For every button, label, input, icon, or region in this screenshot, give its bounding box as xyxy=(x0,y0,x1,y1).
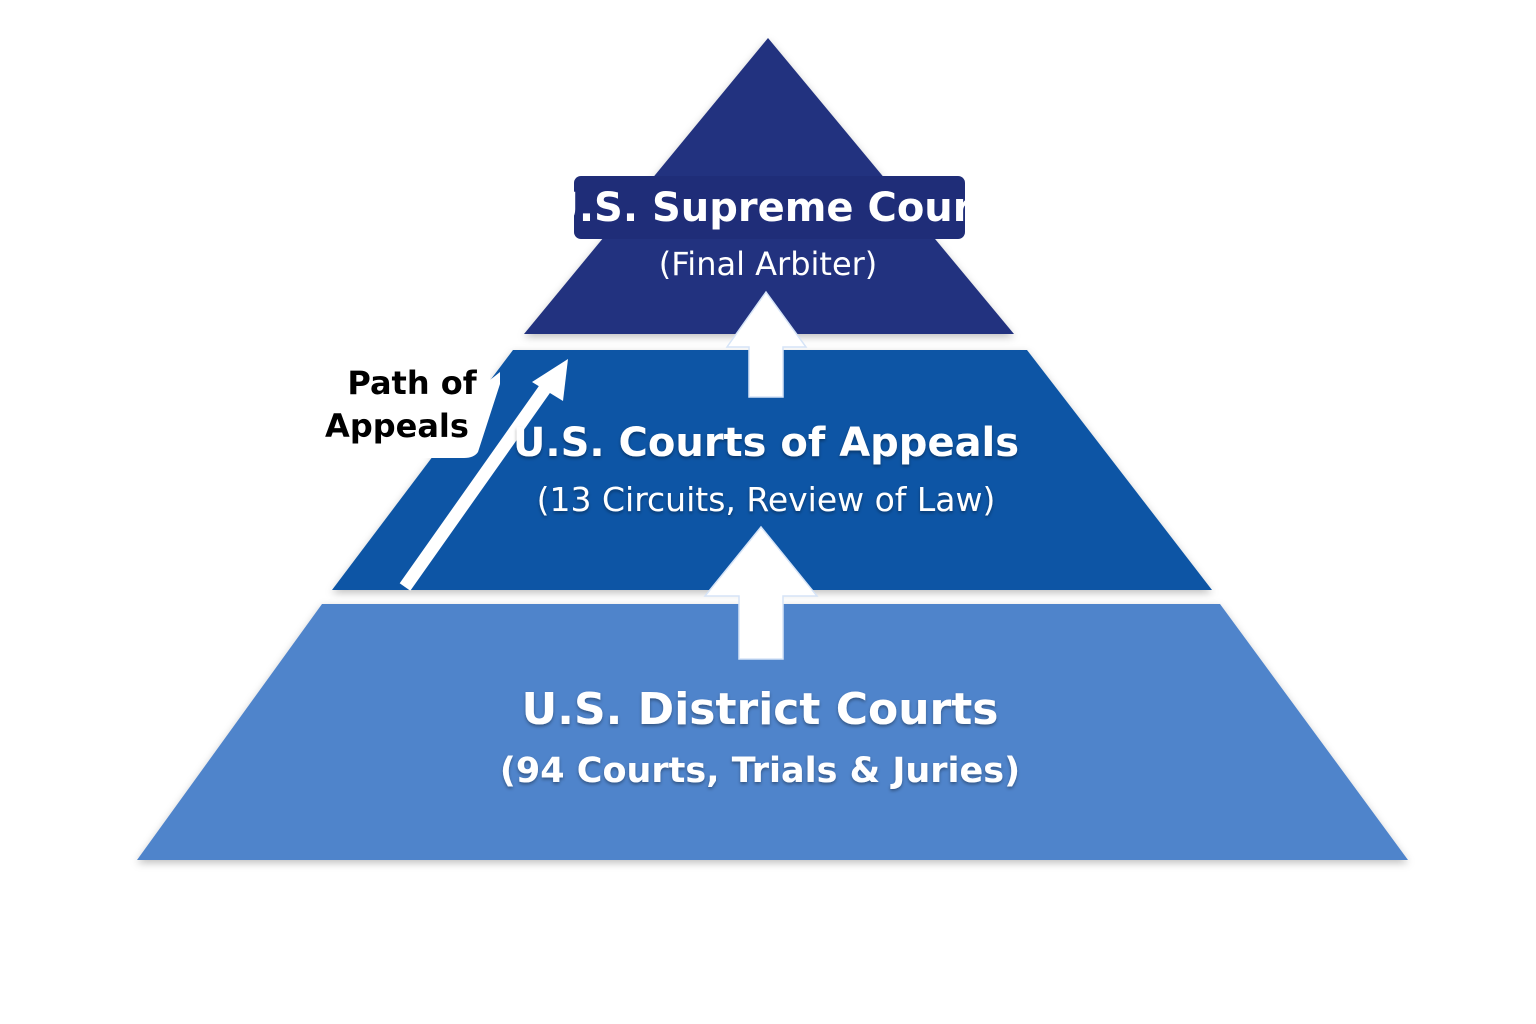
path-of-appeals-label-line1: Path of xyxy=(347,364,477,402)
path-of-appeals-arrow-shaft xyxy=(399,379,555,591)
tier-district-shape xyxy=(137,604,1408,860)
appeals-court-title: U.S. Courts of Appeals xyxy=(513,420,1019,466)
arrow-appeals-to-supreme-icon xyxy=(725,290,808,398)
path-of-appeals-label-bubble xyxy=(330,352,500,458)
supreme-court-title: U.S. Supreme Court xyxy=(546,185,991,231)
district-court-subtitle: (94 Courts, Trials & Juries) xyxy=(500,751,1020,791)
supreme-court-subtitle: (Final Arbiter) xyxy=(659,245,878,283)
supreme-title-box xyxy=(574,176,965,239)
path-of-appeals-label-line2: Appeals xyxy=(325,407,469,445)
appeals-court-subtitle: (13 Circuits, Review of Law) xyxy=(537,480,996,519)
path-of-appeals-arrowhead-icon xyxy=(532,359,568,401)
arrow-district-to-appeals-icon xyxy=(703,525,819,660)
district-court-title: U.S. District Courts xyxy=(522,684,999,735)
tier-appeals-shape xyxy=(332,350,1212,590)
